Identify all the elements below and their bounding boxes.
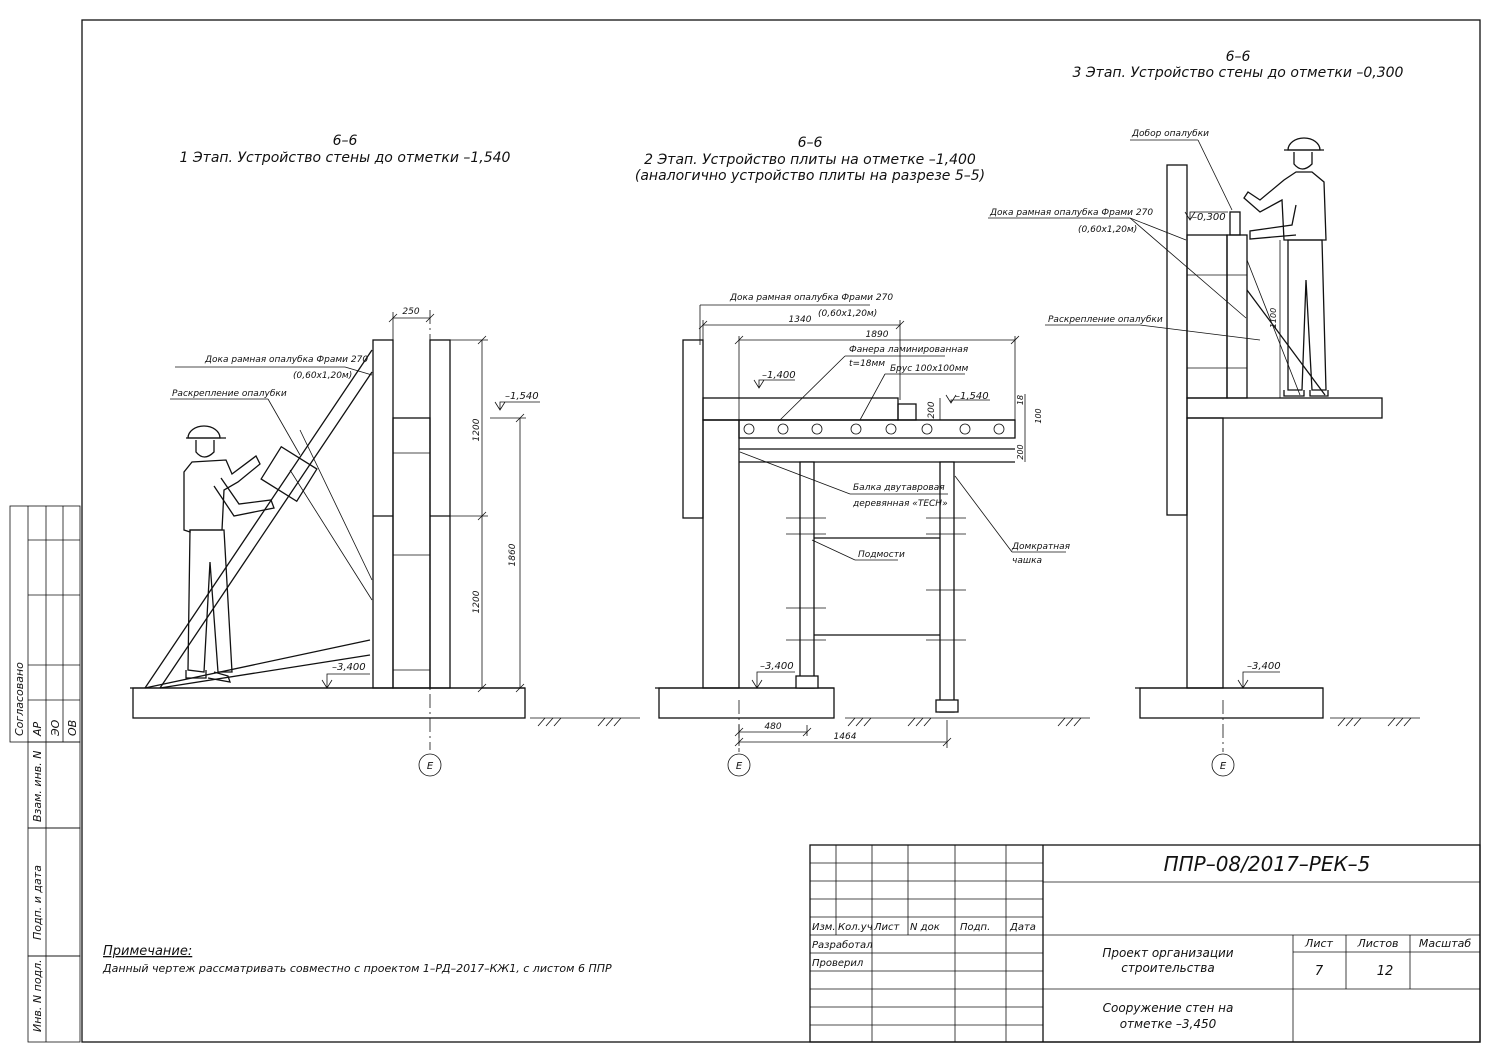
section2-drawing: 1340 1890 200 18 100 200 –1,400 –1,540 –… bbox=[655, 293, 1090, 777]
level-3400: –3,400 bbox=[332, 662, 366, 673]
axis-marker-2: Е bbox=[736, 761, 743, 772]
section2-mark: 6–6 bbox=[798, 135, 823, 151]
section3-mark: 6–6 bbox=[1226, 49, 1251, 65]
level-0300: –0,300 bbox=[1192, 212, 1226, 223]
dim-1340: 1340 bbox=[789, 315, 812, 325]
col-data: Дата bbox=[1009, 922, 1036, 933]
level-3400-s3: –3,400 bbox=[1247, 661, 1281, 672]
dim-100: 100 bbox=[1034, 408, 1043, 423]
dim-200b: 200 bbox=[1016, 444, 1025, 459]
label-doka-3b: (0,60х1,20м) bbox=[1078, 225, 1137, 235]
sheets-count: 12 bbox=[1377, 964, 1394, 979]
label-doka-1: Дока рамная опалубка Фрами 270 bbox=[204, 355, 368, 365]
dim-1100: 1100 bbox=[1269, 308, 1278, 328]
dim-480: 480 bbox=[764, 722, 781, 732]
label-domkrat-b: чашка bbox=[1012, 556, 1042, 566]
label-podmosti: Подмости bbox=[858, 550, 905, 560]
section3-title: 3 Этап. Устройство стены до отметки –0,3… bbox=[1073, 65, 1404, 81]
col-list: Лист bbox=[873, 922, 901, 933]
dim-1860: 1860 bbox=[508, 543, 518, 566]
label-balka: Балка двутавровая bbox=[853, 483, 945, 493]
stamp-vzam: Взам. инв. N bbox=[31, 751, 44, 822]
label-doka-3: Дока рамная опалубка Фрами 270 bbox=[989, 208, 1153, 218]
label-doka-2: Дока рамная опалубка Фрами 270 bbox=[729, 293, 893, 303]
label-raskr-1: Раскрепление опалубки bbox=[172, 389, 287, 399]
dim-18: 18 bbox=[1016, 395, 1025, 405]
axis-marker-3: Е bbox=[1220, 761, 1227, 772]
label-balka-b: деревянная «TECH» bbox=[852, 499, 948, 509]
dim-1200a: 1200 bbox=[472, 418, 482, 441]
stamp-ov: ОВ bbox=[66, 720, 79, 736]
stamp-agreed: Согласовано bbox=[13, 662, 26, 736]
sheet-title-1: Сооружение стен на bbox=[1103, 1001, 1234, 1015]
axis-marker-1: Е bbox=[427, 761, 434, 772]
section1-mark: 6–6 bbox=[333, 133, 358, 149]
side-stamp: Согласовано АР ЭО ОВ Взам. инв. N Подп. … bbox=[9, 505, 81, 1043]
col-ndok: N док bbox=[910, 922, 940, 933]
label-fanera: Фанера ламинированная bbox=[849, 345, 969, 355]
section1-title: 1 Этап. Устройство стены до отметки –1,5… bbox=[180, 150, 511, 166]
note-text: Данный чертеж рассматривать совместно с … bbox=[102, 962, 612, 975]
checked-label: Проверил bbox=[812, 958, 864, 969]
label-doka-1b: (0,60х1,20м) bbox=[293, 371, 352, 381]
dim-250: 250 bbox=[402, 307, 419, 317]
section1-drawing: 250 1200 1200 1860 –1,540 –3,400 Дока ра… bbox=[130, 307, 640, 777]
label-doka-2b: (0,60х1,20м) bbox=[818, 309, 877, 319]
stamp-inv: Инв. N подл. bbox=[31, 959, 44, 1032]
dim-200a: 200 bbox=[927, 401, 937, 418]
stamp-podp: Подп. и дата bbox=[31, 865, 44, 940]
label-fanera-b: t=18мм bbox=[849, 359, 885, 369]
section3-drawing: 1100 –0,300 –3,400 Добор опалубки Дока р… bbox=[988, 129, 1420, 777]
level-1540: –1,540 bbox=[505, 391, 539, 402]
section2-subtitle: (аналогично устройство плиты на разрезе … bbox=[635, 168, 985, 184]
level-1400: –1,400 bbox=[762, 370, 796, 381]
level-3400-s2: –3,400 bbox=[760, 661, 794, 672]
stamp-eo: ЭО bbox=[49, 719, 62, 737]
col-kol: Кол.уч bbox=[838, 922, 873, 933]
label-brus: Брус 100х100мм bbox=[890, 364, 968, 374]
beam-spirals bbox=[743, 423, 1005, 435]
label-dobor: Добор опалубки bbox=[1131, 129, 1209, 139]
stamp-ar: АР bbox=[31, 721, 44, 737]
developed-label: Разработал bbox=[812, 939, 873, 951]
project-title-1: Проект организации bbox=[1102, 946, 1233, 960]
sheet-label: Лист bbox=[1304, 937, 1333, 950]
dim-1464: 1464 bbox=[834, 732, 857, 742]
section2-title: 2 Этап. Устройство плиты на отметке –1,4… bbox=[644, 152, 976, 168]
label-raskr-3: Раскрепление опалубки bbox=[1048, 315, 1163, 325]
sheets-label: Листов bbox=[1356, 937, 1398, 950]
col-podp: Подп. bbox=[960, 922, 990, 933]
col-izm: Изм. bbox=[812, 922, 836, 933]
sheet-number: 7 bbox=[1315, 964, 1324, 979]
document-code: ППР–08/2017–РЕК–5 bbox=[1164, 852, 1371, 876]
title-block: ППР–08/2017–РЕК–5 Изм. Кол.уч Лист N док… bbox=[809, 844, 1481, 1043]
worker-figure-3 bbox=[1243, 137, 1329, 397]
label-domkrat: Домкратная bbox=[1011, 542, 1071, 552]
level-1540-s2: –1,540 bbox=[955, 391, 989, 402]
dim-1890: 1890 bbox=[866, 330, 889, 340]
note-heading: Примечание: bbox=[103, 944, 192, 959]
worker-figure-1 bbox=[183, 425, 275, 683]
project-title-2: строительства bbox=[1121, 961, 1214, 975]
dim-1200b: 1200 bbox=[472, 590, 482, 613]
sheet-title-2: отметке –3,450 bbox=[1120, 1017, 1217, 1031]
scale-label: Масштаб bbox=[1419, 937, 1471, 950]
sheet-frame bbox=[81, 19, 1481, 1043]
